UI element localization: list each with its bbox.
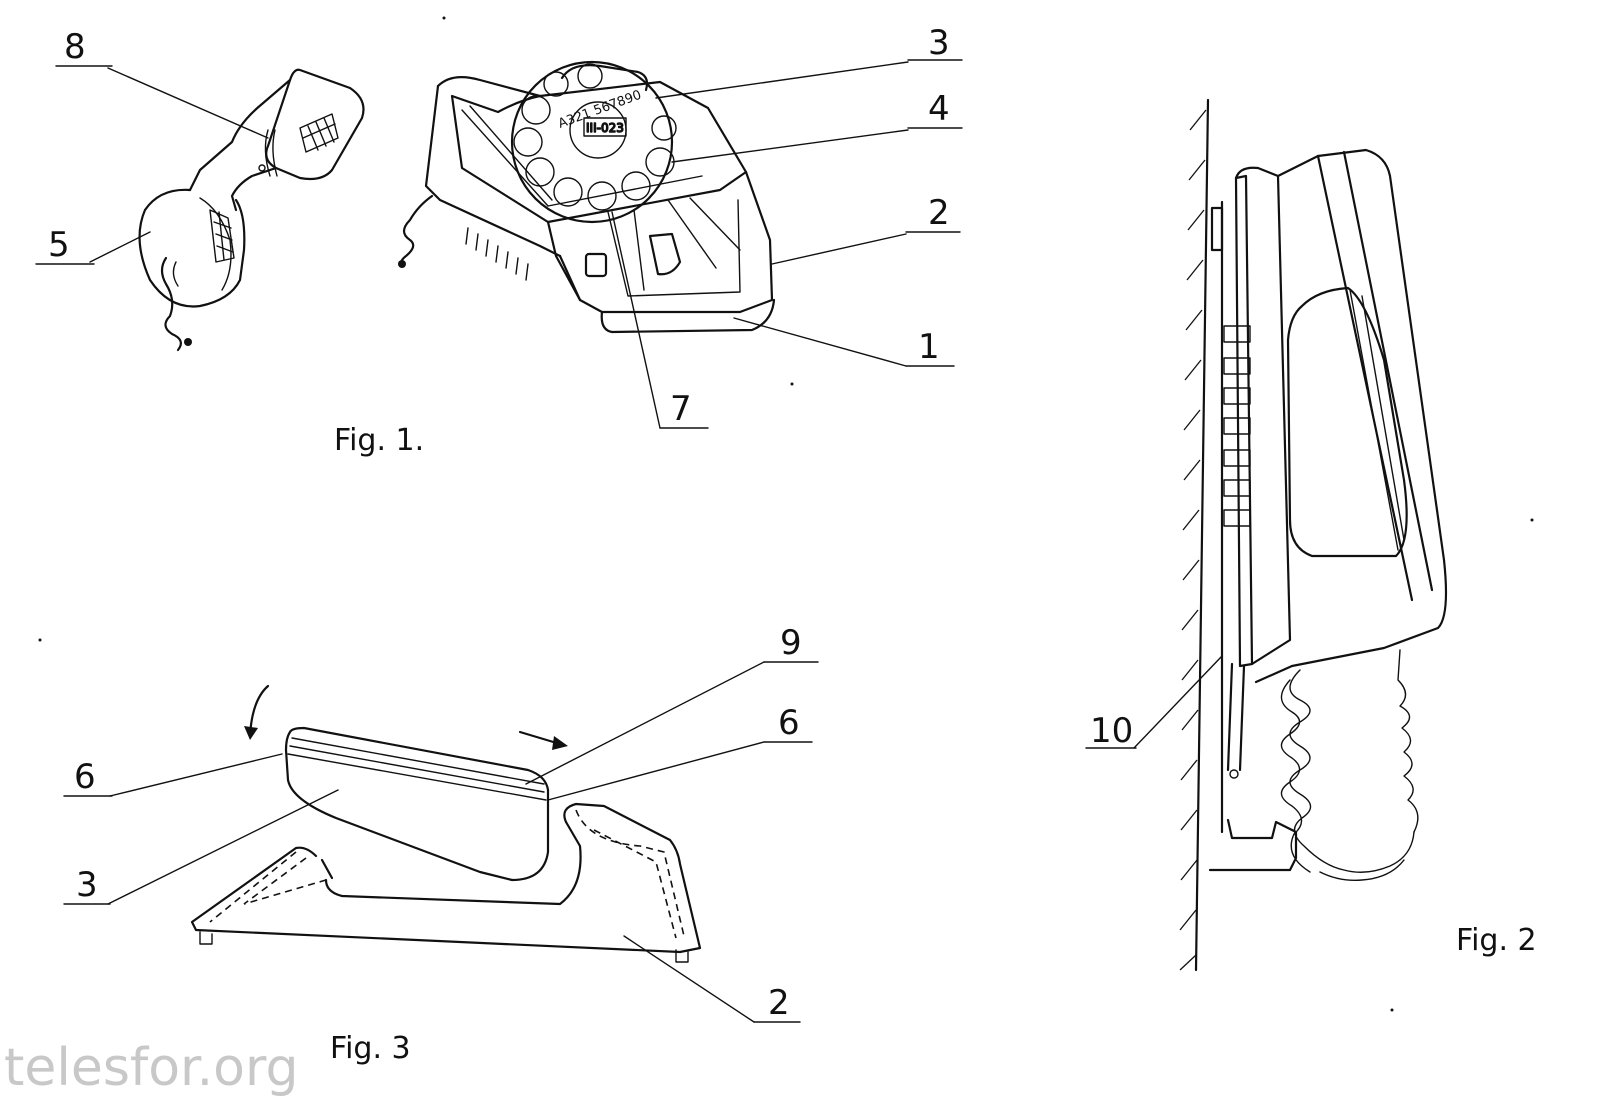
label-5: 5 bbox=[48, 225, 70, 265]
fig3-caption: Fig. 3 bbox=[330, 1031, 411, 1066]
label-7: 7 bbox=[670, 389, 692, 429]
label-3b: 3 bbox=[76, 865, 98, 905]
fig1-telephone-base: III-023 A321 567890 bbox=[398, 60, 776, 334]
label-2: 2 bbox=[928, 193, 950, 233]
fig3-tilt-sketch: 6 3 9 6 2 Fig. 3 bbox=[63, 623, 819, 1066]
label-10: 10 bbox=[1090, 711, 1133, 751]
fig1-leaders: 8 5 3 4 2 1 7 Fig. 1. bbox=[35, 23, 963, 458]
fig2-caption: Fig. 2 bbox=[1456, 923, 1537, 958]
scan-specks bbox=[38, 16, 1534, 1012]
label-6a: 6 bbox=[74, 757, 96, 797]
fig1-handset bbox=[138, 68, 365, 352]
label-2b: 2 bbox=[768, 983, 790, 1023]
watermark: telesfor.org bbox=[4, 1038, 299, 1098]
fig2-wall-mount: 10 Fig. 2 bbox=[1085, 98, 1537, 972]
dial-plate-text: III-023 bbox=[586, 121, 624, 135]
fig1-caption: Fig. 1. bbox=[334, 423, 424, 458]
label-1: 1 bbox=[918, 327, 940, 367]
label-9: 9 bbox=[780, 623, 802, 663]
label-4: 4 bbox=[928, 89, 950, 129]
label-3: 3 bbox=[928, 23, 950, 63]
label-6b: 6 bbox=[778, 703, 800, 743]
label-8: 8 bbox=[64, 27, 86, 67]
